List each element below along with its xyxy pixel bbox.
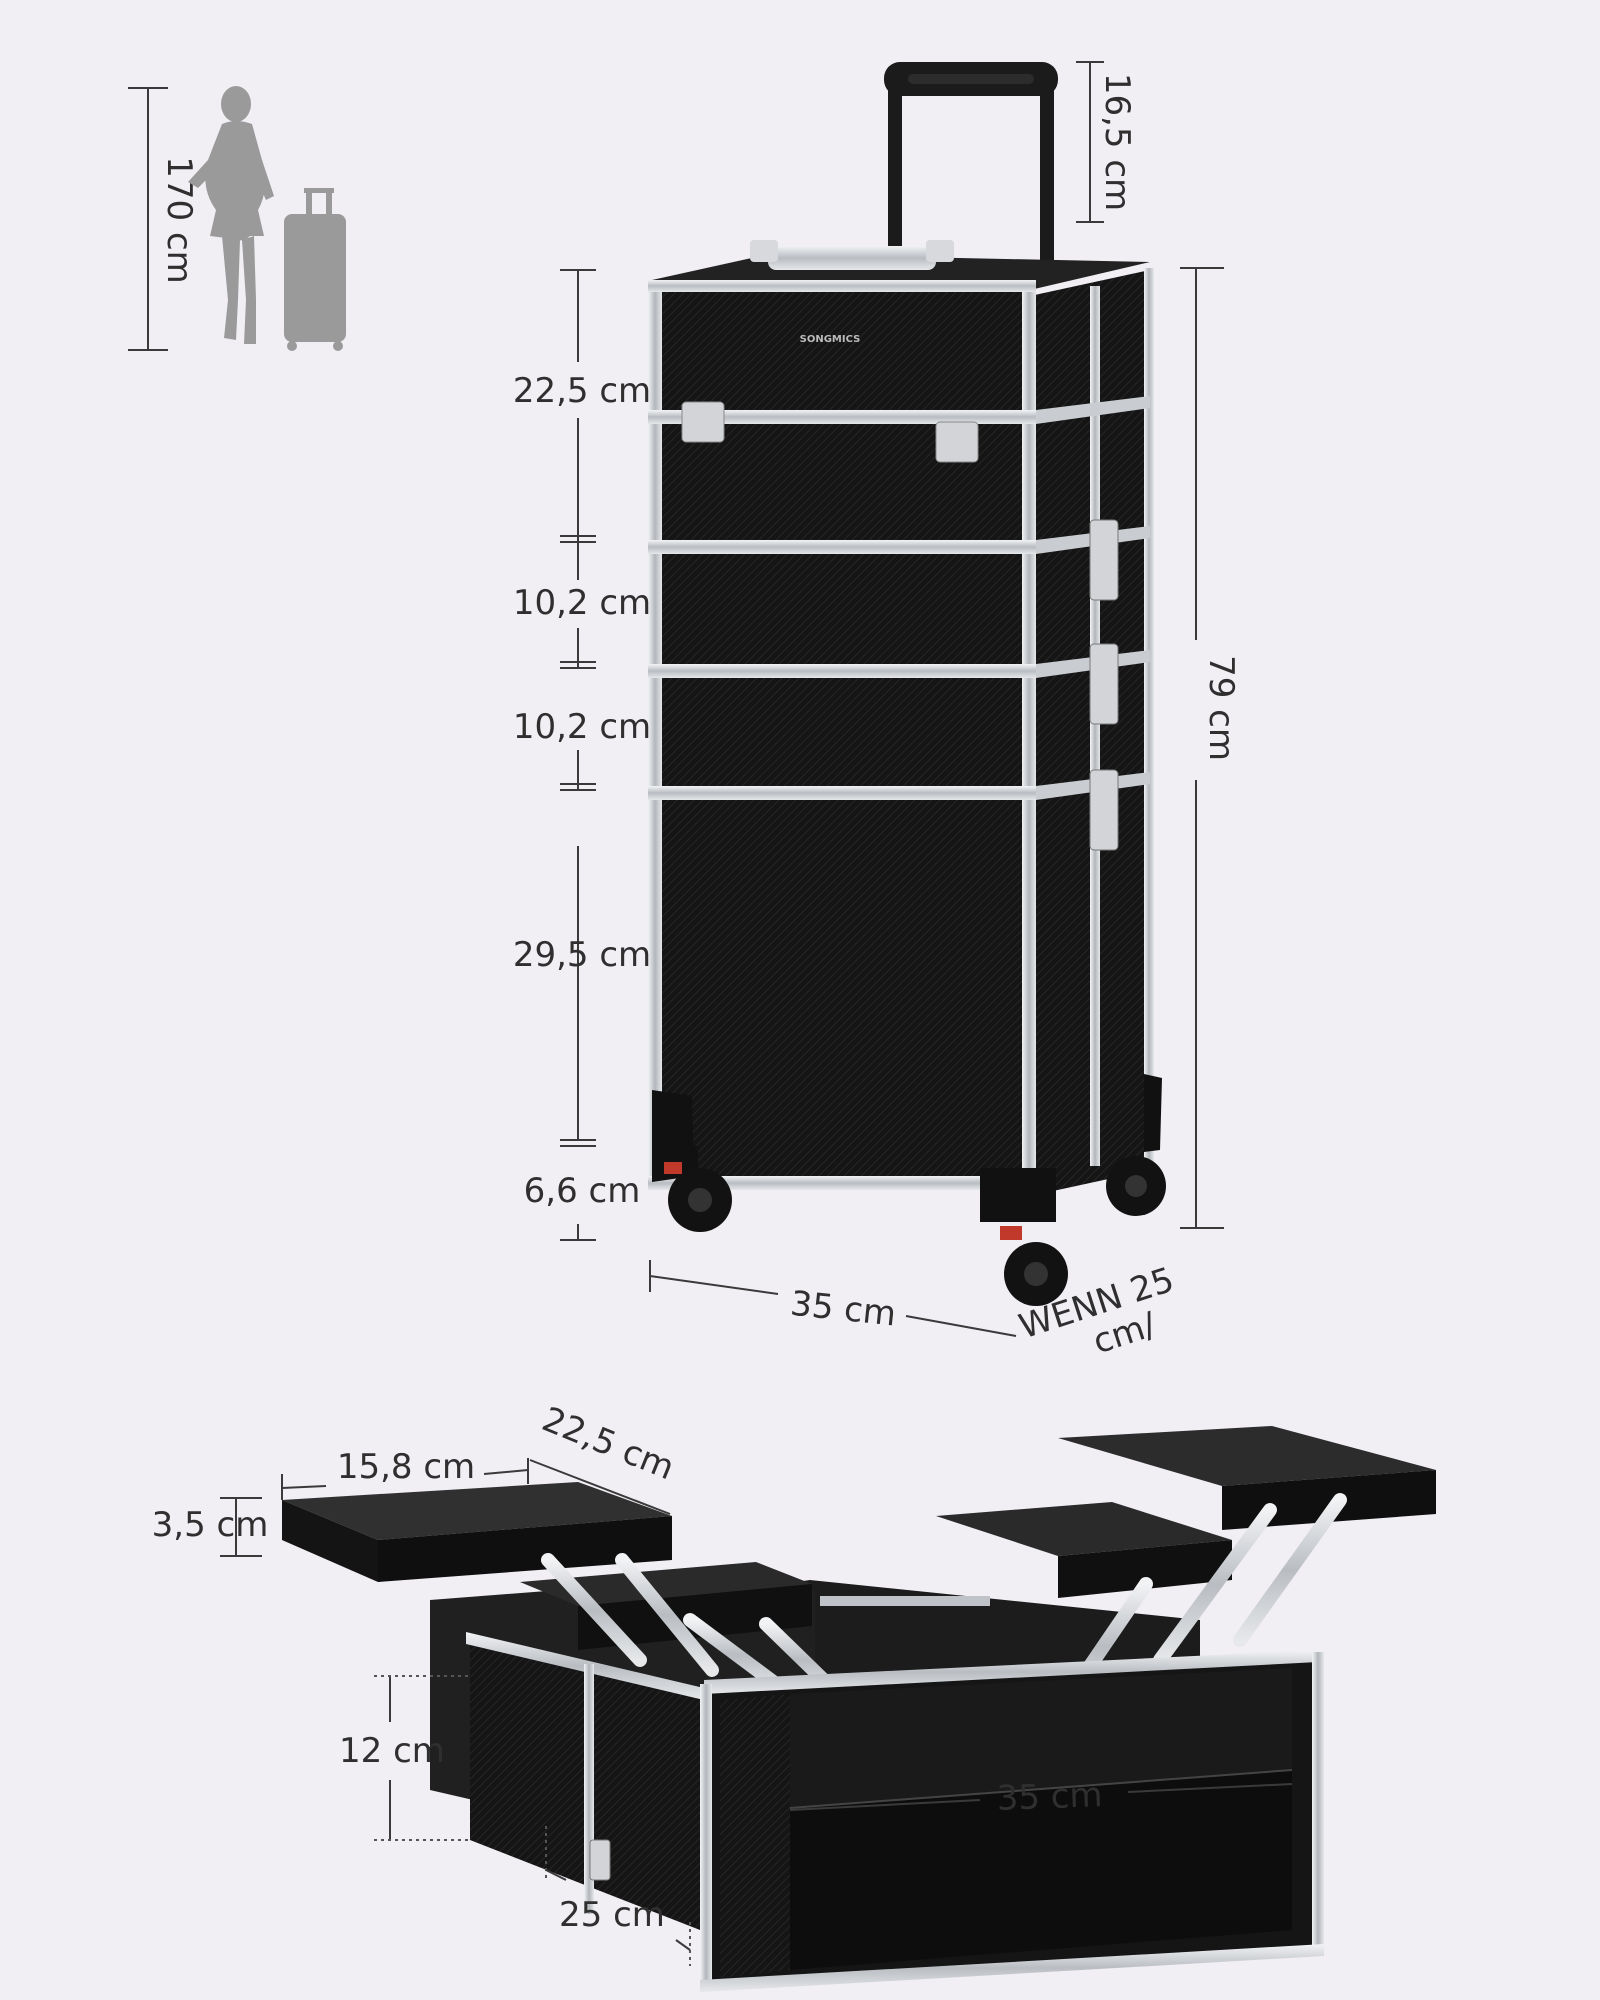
dim-handle: 16,5 cm bbox=[1076, 61, 1137, 223]
section-label: 29,5 cm bbox=[513, 935, 651, 975]
suitcase-silhouette-icon bbox=[284, 188, 346, 351]
side-lock-icon bbox=[1089, 519, 1119, 851]
tray-height-label: 3,5 cm bbox=[152, 1505, 269, 1545]
dim-total-height: 79 cm bbox=[1180, 267, 1241, 1229]
section-label: 10,2 cm bbox=[513, 583, 651, 623]
section-label: 22,5 cm bbox=[513, 371, 651, 411]
handle-length-label: 16,5 cm bbox=[1097, 73, 1137, 211]
dim-tray-height: 3,5 cm bbox=[152, 1497, 269, 1557]
dim-tray-width: 15,8 cm bbox=[281, 1447, 529, 1500]
tray-length-label: 22,5 cm bbox=[537, 1399, 680, 1488]
section-label: 10,2 cm bbox=[513, 707, 651, 747]
interior-width-label: 35 cm bbox=[996, 1775, 1103, 1819]
compartment-height-label: 12 cm bbox=[339, 1731, 445, 1771]
telescopic-handle bbox=[884, 62, 1058, 270]
depth-label: 25 cm bbox=[559, 1895, 665, 1935]
scale-height-label: 170 cm bbox=[159, 156, 199, 284]
section-label: 6,6 cm bbox=[524, 1171, 641, 1211]
dim-sections: 22,5 cm 10,2 cm 10,2 cm 29,5 cm 6,6 cm bbox=[513, 269, 651, 1241]
width-label: 35 cm bbox=[788, 1284, 897, 1335]
wheels bbox=[664, 1146, 1166, 1306]
trolley-case: SONGMICS bbox=[648, 62, 1166, 1306]
open-case bbox=[282, 1426, 1436, 1992]
dim-compartment-height: 12 cm bbox=[339, 1675, 470, 1841]
scale-reference: 170 cm bbox=[128, 86, 346, 351]
total-height-label: 79 cm bbox=[1201, 655, 1241, 761]
brand-logo: SONGMICS bbox=[800, 334, 861, 345]
dim-depth: 25 cm bbox=[545, 1826, 691, 1966]
person-silhouette-icon bbox=[188, 86, 274, 344]
dim-interior-width: 35 cm bbox=[789, 1775, 1293, 1819]
dim-width: 35 cm WENN 25 cm/ bbox=[649, 1260, 1179, 1362]
tray-width-label: 15,8 cm bbox=[337, 1447, 475, 1487]
